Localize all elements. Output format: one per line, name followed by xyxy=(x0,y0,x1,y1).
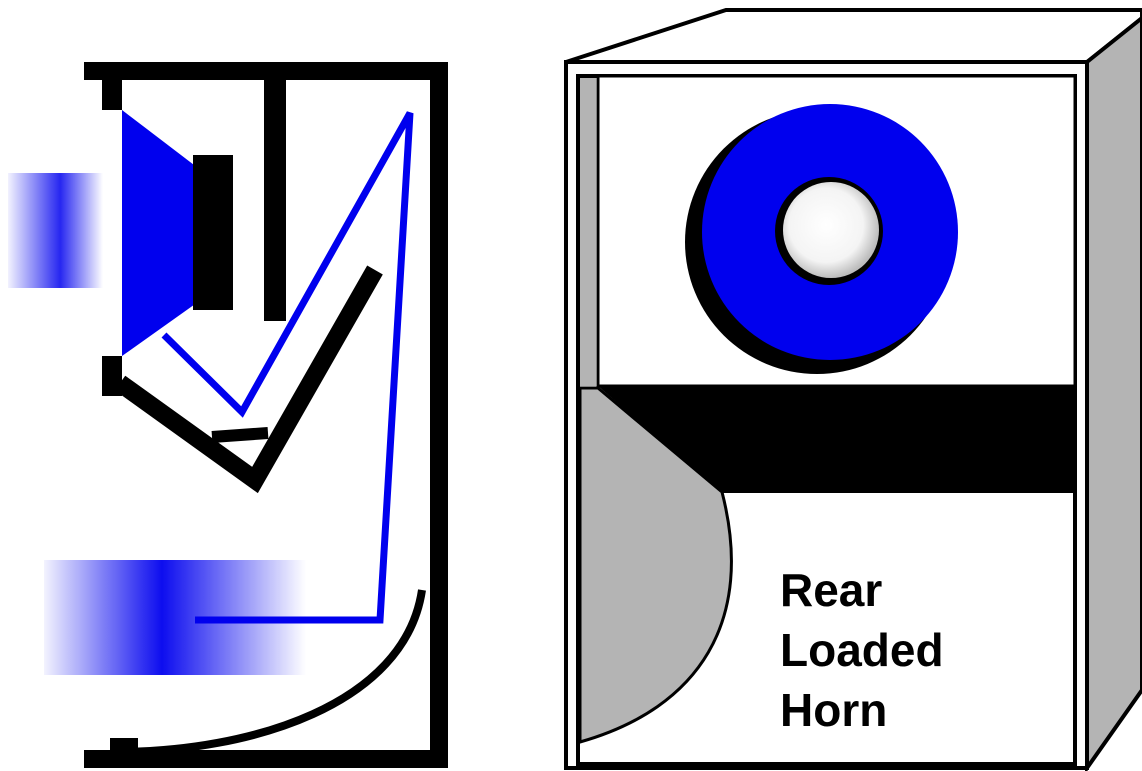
chamber-baffle xyxy=(264,66,286,321)
driver-magnet xyxy=(193,155,233,310)
cabinet-top xyxy=(566,10,1142,62)
front-sound-wave xyxy=(8,173,103,288)
cross-section-view xyxy=(8,62,448,768)
caption-line-3: Horn xyxy=(780,684,887,736)
caption-line-2: Loaded xyxy=(780,624,944,676)
baffle-left-shade xyxy=(580,78,596,386)
driver-cone xyxy=(122,110,198,356)
woofer-dust-cap xyxy=(783,182,879,278)
throat-shelf xyxy=(212,433,268,437)
cabinet-side xyxy=(1087,18,1142,768)
caption-line-1: Rear xyxy=(780,564,882,616)
cabinet-perspective-view: Rear Loaded Horn xyxy=(566,10,1142,768)
